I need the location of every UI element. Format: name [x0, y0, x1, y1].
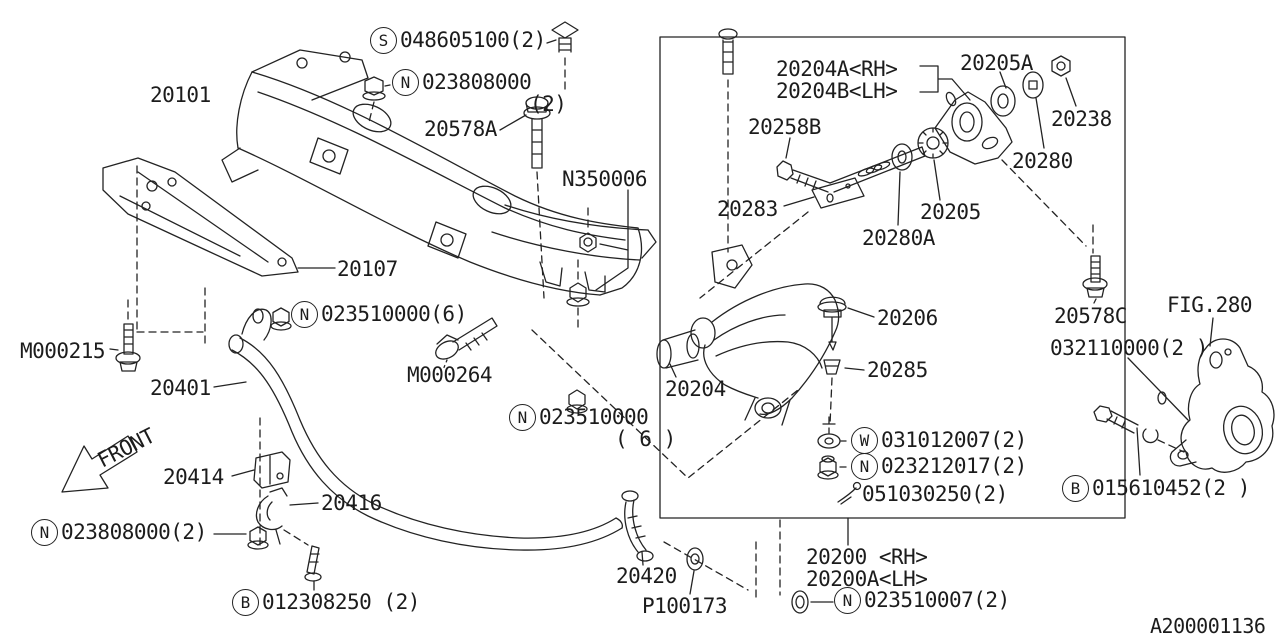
top-fasteners-drawing	[362, 21, 753, 299]
label-20238: 20238	[1051, 107, 1112, 131]
label-20280A: 20280A	[862, 226, 935, 250]
label-M000215: M000215	[20, 339, 106, 363]
circled-n-icon: N	[31, 519, 58, 546]
label-M000264: M000264	[407, 363, 493, 387]
circled-n-icon: N	[851, 453, 878, 480]
knuckle-drawing	[1093, 317, 1275, 476]
label-20101: 20101	[150, 83, 211, 107]
circled-b-icon: B	[232, 589, 259, 616]
label-20578C: 20578C	[1054, 304, 1127, 328]
label-20414: 20414	[163, 465, 224, 489]
label-20285: 20285	[867, 358, 928, 382]
bolt-20578c-drawing	[1082, 224, 1108, 304]
label-20206: 20206	[877, 306, 938, 330]
label-20205: 20205	[920, 200, 981, 224]
bushing-clamp-drawing	[213, 417, 322, 591]
label-20280: 20280	[1012, 149, 1073, 173]
crossmember-drawing	[221, 49, 657, 296]
circled-n-icon: N	[291, 301, 318, 328]
support-plate-drawing	[102, 157, 336, 345]
label-20401: 20401	[150, 376, 211, 400]
front-arrow	[61, 435, 138, 493]
drawing-number: A200001136	[1150, 614, 1266, 638]
rail-nuts-drawing	[566, 189, 629, 414]
label-032110000: 032110000(2 )	[1050, 336, 1208, 360]
circled-n-icon: N	[392, 69, 419, 96]
circled-n-icon: N	[509, 404, 536, 431]
label-20258B: 20258B	[748, 115, 821, 139]
label-20200: 20200 <RH>20200A<LH>	[806, 545, 928, 591]
detail-box	[659, 36, 1126, 519]
label-fig-280: FIG.280	[1167, 293, 1253, 317]
through-bolt-drawing	[699, 137, 1087, 299]
label-20578A: 20578A	[424, 117, 497, 141]
control-arm-drawing	[656, 283, 875, 426]
label-20283: 20283	[717, 197, 778, 221]
stabilizer-bar-drawing	[213, 308, 623, 551]
circled-n-icon: N	[834, 587, 861, 614]
circled-b-icon: B	[1062, 475, 1089, 502]
label-N350006: N350006	[562, 167, 648, 191]
end-link-drawing	[621, 490, 849, 614]
left-bolts-drawing	[109, 299, 799, 479]
label-051030250: 051030250(2)	[862, 482, 1008, 506]
circled-s-icon: S	[370, 27, 397, 54]
label-20416: 20416	[321, 491, 382, 515]
label-20107: 20107	[337, 257, 398, 281]
label-20204: 20204	[665, 377, 726, 401]
circled-w-icon: W	[851, 427, 878, 454]
small-hardware-icons	[817, 416, 862, 505]
label-P100173: P100173	[642, 594, 728, 618]
label-20205A: 20205A	[960, 51, 1033, 75]
label-20204AB: 20204A<RH>20204B<LH>	[776, 57, 898, 103]
label-20420: 20420	[616, 564, 677, 588]
